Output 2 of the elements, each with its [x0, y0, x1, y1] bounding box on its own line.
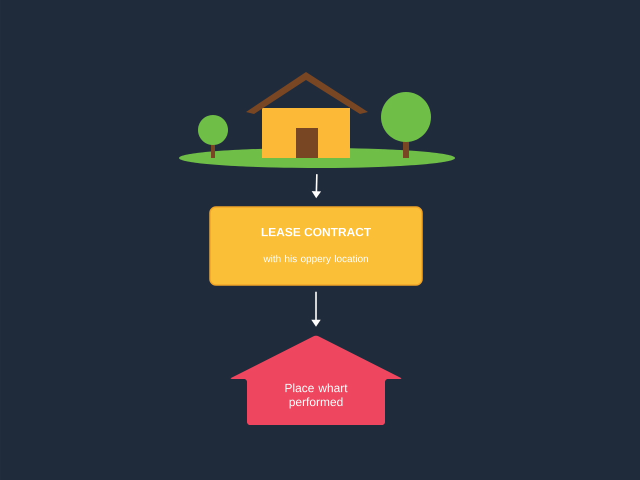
- house-drawing: [179, 72, 455, 168]
- process-box: LEASE CONTRACT with his oppery location: [209, 206, 423, 286]
